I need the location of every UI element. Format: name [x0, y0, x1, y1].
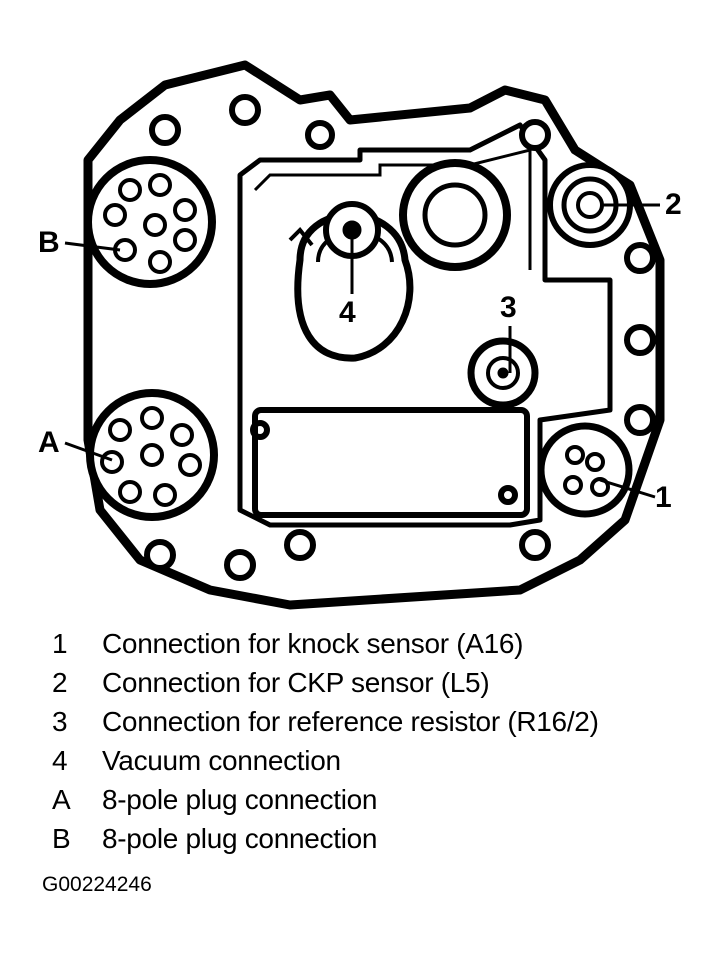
callout-1: 1 [655, 481, 672, 514]
plug-a-connector [86, 389, 218, 521]
legend-item: 1 Connection for knock sensor (A16) [52, 628, 692, 667]
legend-item: B 8-pole plug connection [52, 823, 692, 862]
vacuum-connection [288, 201, 414, 362]
callout-b: B [38, 226, 60, 259]
cover-plate [252, 407, 530, 518]
callout-3: 3 [500, 291, 517, 324]
legend-item: 2 Connection for CKP sensor (L5) [52, 667, 692, 706]
legend-text: Vacuum connection [102, 745, 341, 776]
reference-resistor-connection [467, 337, 539, 409]
legend-key: A [52, 784, 71, 815]
legend-key: 2 [52, 667, 68, 698]
legend-text: 8-pole plug connection [102, 784, 378, 815]
legend-key: 4 [52, 745, 68, 776]
legend-item: A 8-pole plug connection [52, 784, 692, 823]
legend-item: 4 Vacuum connection [52, 745, 692, 784]
figure-id: G00224246 [42, 873, 152, 896]
callout-a: A [38, 426, 60, 459]
legend-text: 8-pole plug connection [102, 823, 378, 854]
legend-key: B [52, 823, 71, 854]
legend: 1 Connection for knock sensor (A16) 2 Co… [52, 628, 692, 862]
callout-2: 2 [665, 188, 682, 221]
knock-sensor-connection [537, 422, 633, 518]
plug-b-connector [84, 156, 216, 288]
legend-key: 3 [52, 706, 68, 737]
legend-text: Connection for CKP sensor (L5) [102, 667, 490, 698]
control-unit-diagram [64, 60, 665, 610]
legend-text: Connection for knock sensor (A16) [102, 628, 524, 659]
legend-text: Connection for reference resistor (R16/2… [102, 706, 599, 737]
callout-4: 4 [339, 296, 356, 329]
legend-key: 1 [52, 628, 68, 659]
legend-item: 3 Connection for reference resistor (R16… [52, 706, 692, 745]
round-boss [399, 159, 511, 271]
inner-plate [237, 122, 613, 528]
leader-lines [64, 203, 660, 499]
